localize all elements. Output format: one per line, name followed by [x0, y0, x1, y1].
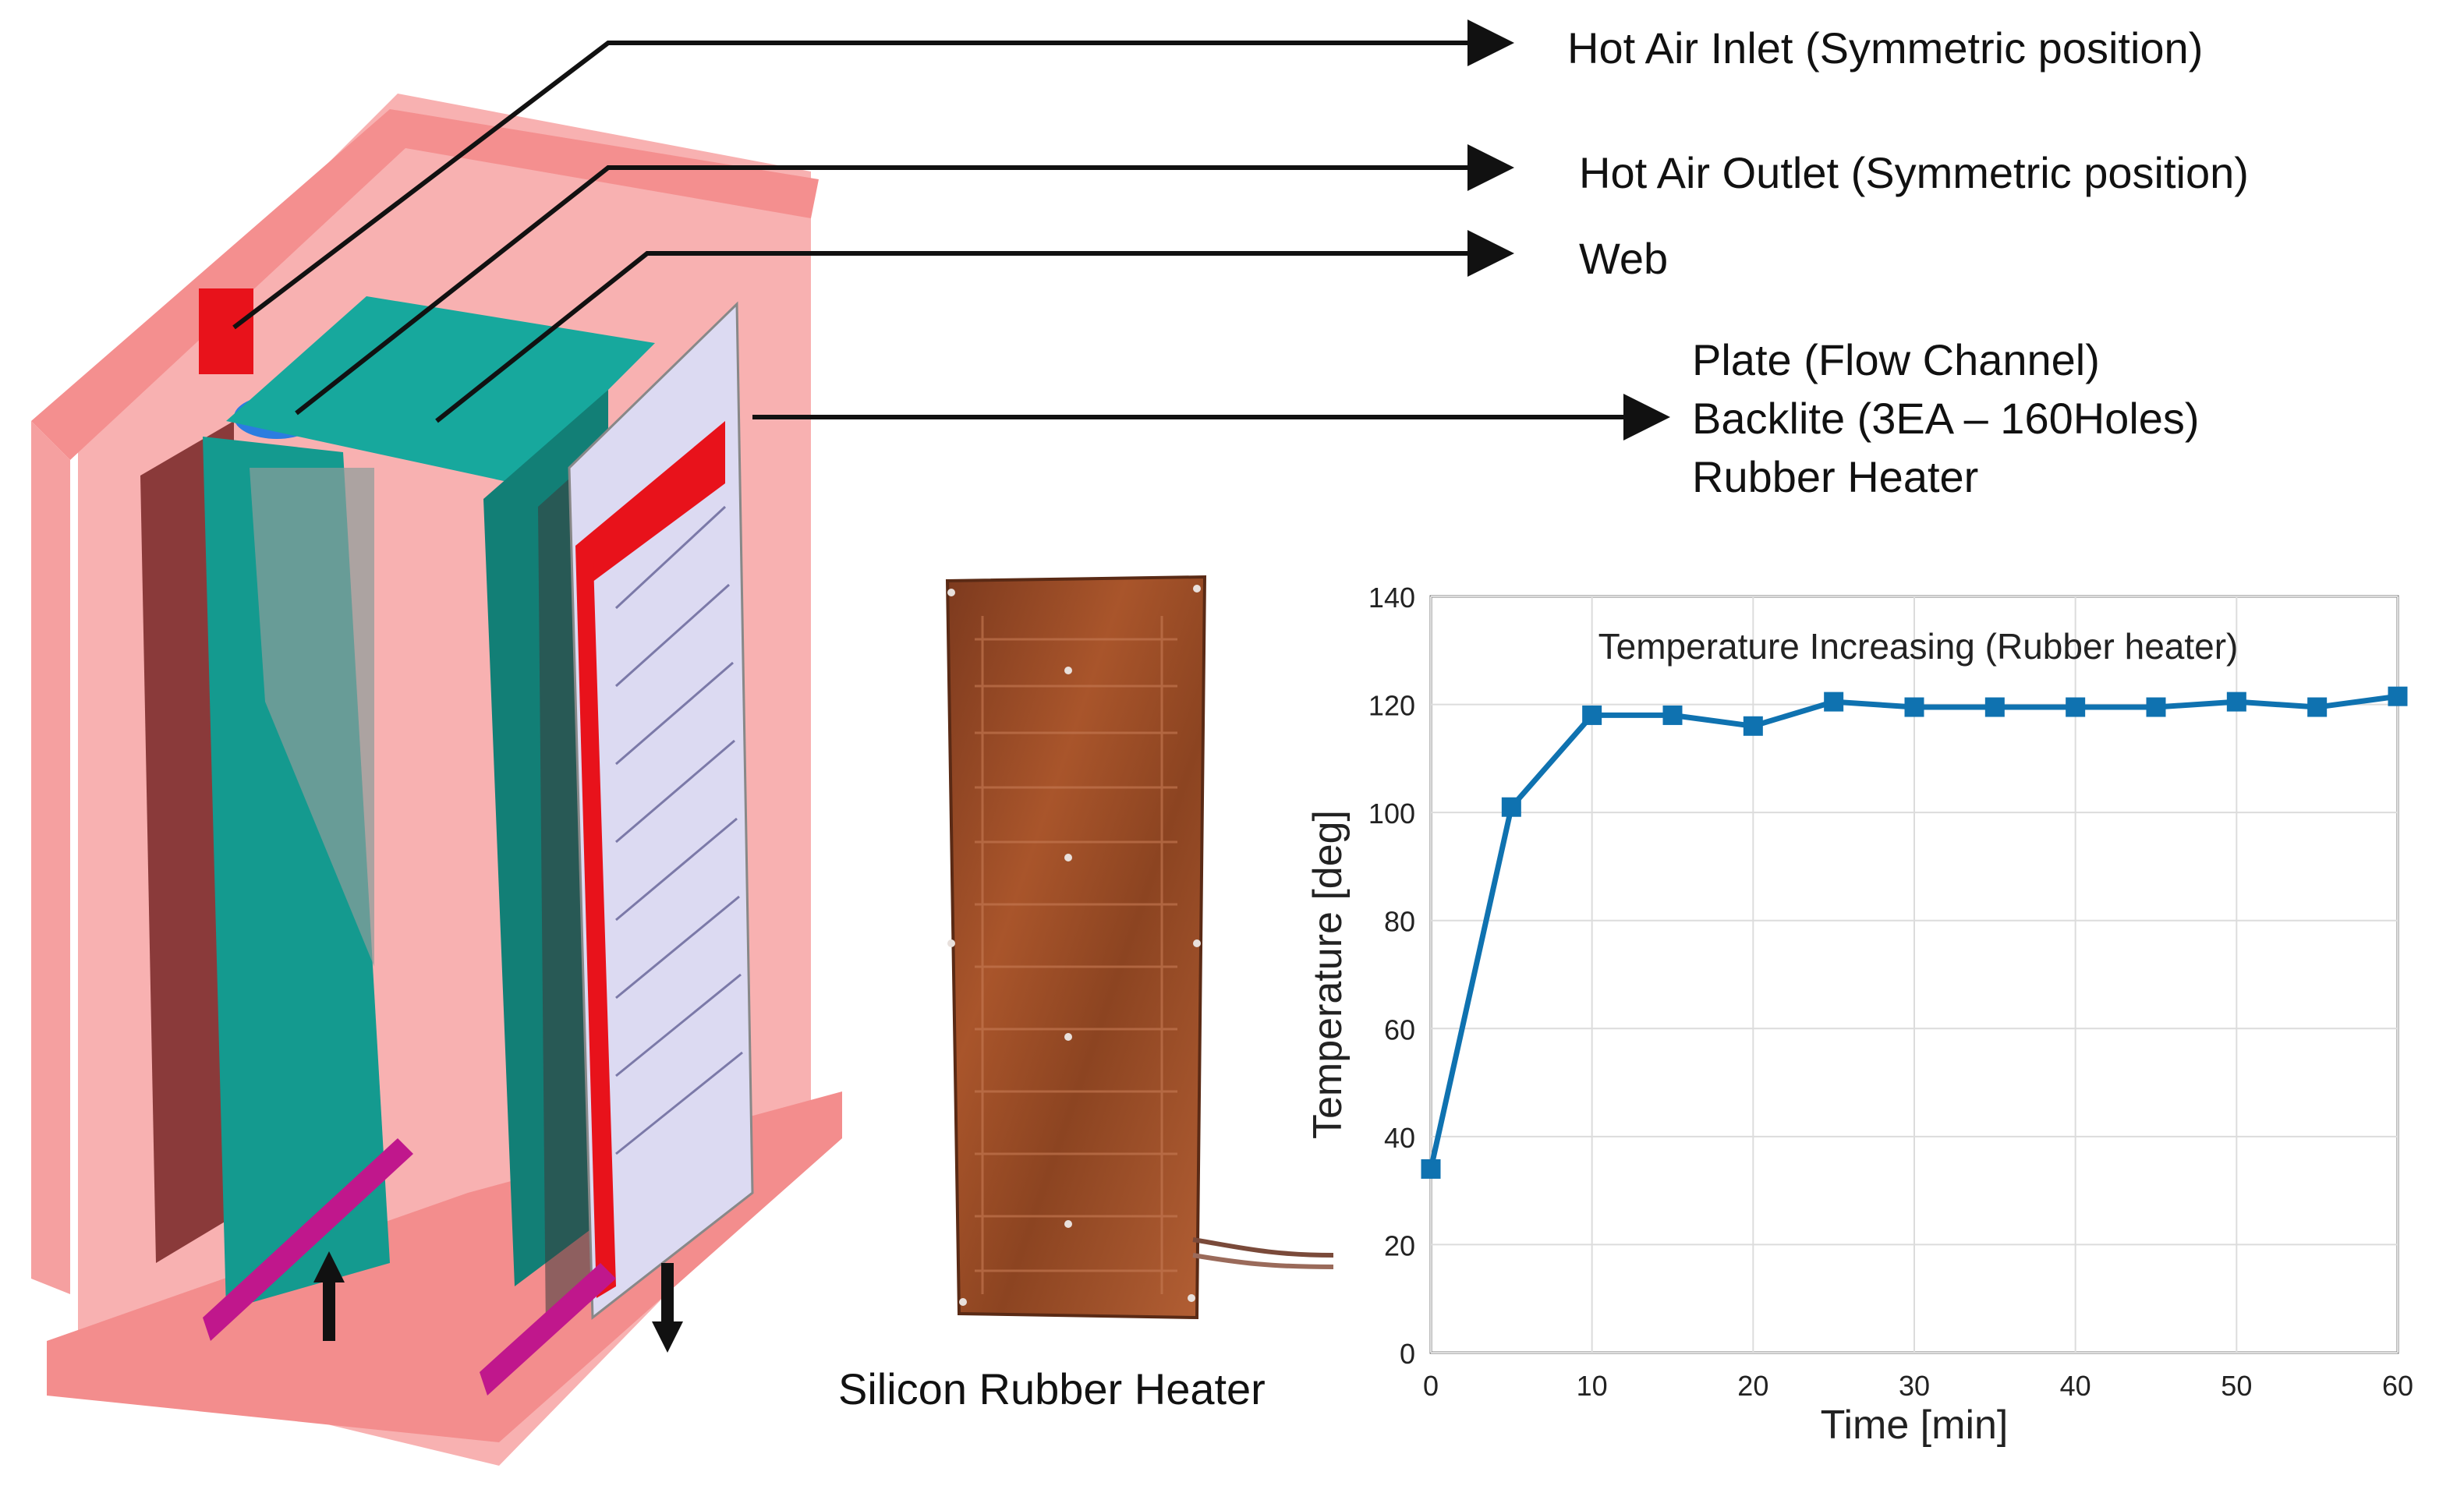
- chart-title: Temperature Increasing (Rubber heater): [1598, 626, 2239, 667]
- x-tick-label: 60: [2382, 1370, 2413, 1402]
- x-axis-label: Time [min]: [1821, 1403, 2009, 1448]
- data-point: [1501, 797, 1521, 817]
- x-tick-label: 20: [1737, 1370, 1768, 1402]
- heater-photo: [945, 575, 1334, 1320]
- data-point: [2146, 697, 2166, 717]
- x-tick-label: 40: [2060, 1370, 2091, 1402]
- y-tick-label: 80: [1384, 906, 1415, 938]
- callout-plate: Plate (Flow Channel): [1692, 335, 2100, 384]
- x-tick-label: 50: [2221, 1370, 2252, 1402]
- heater-red-strip: [575, 421, 725, 585]
- duct-top: [226, 296, 655, 483]
- y-axis-label: Temperature [deg]: [1305, 810, 1351, 1139]
- data-point: [1984, 697, 2005, 717]
- y-tick-label: 60: [1384, 1014, 1415, 1045]
- leader-inlet: [232, 19, 1514, 330]
- bottom-bar-left: [203, 1138, 413, 1341]
- temperature-chart: 0 20 40 60 80 100 120 140 0 10 20 30 40 50 60 Temperat…: [1305, 582, 2413, 1448]
- data-point: [1743, 716, 1763, 736]
- flow-arrow-down: [652, 1263, 683, 1353]
- plate-channel-lines: [614, 505, 743, 1155]
- y-tick-label: 40: [1384, 1122, 1415, 1154]
- callout-hot-air-outlet: Hot Air Outlet (Symmetric position): [1579, 148, 2249, 197]
- chart-ticks: 0 20 40 60 80 100 120 140 0 10 20 30 40 50 60: [1368, 582, 2413, 1402]
- data-point: [2226, 692, 2246, 712]
- data-point: [1582, 705, 1602, 725]
- x-tick-label: 0: [1423, 1370, 1439, 1402]
- data-point: [1824, 692, 1844, 712]
- data-point: [1662, 705, 1683, 725]
- x-tick-label: 30: [1899, 1370, 1930, 1402]
- data-point: [1421, 1159, 1441, 1179]
- device-illustration: [31, 94, 842, 1466]
- heater-red-side: [575, 538, 616, 1298]
- x-tick-label: 10: [1577, 1370, 1608, 1402]
- data-point: [2307, 697, 2328, 717]
- duct-inner-shadow: [250, 468, 374, 967]
- callout-hot-air-inlet: Hot Air Inlet (Symmetric position): [1567, 23, 2204, 73]
- y-tick-label: 120: [1368, 690, 1415, 722]
- housing-left-side: [31, 421, 70, 1294]
- callout-rubber-heater: Rubber Heater: [1692, 452, 1979, 501]
- housing-top-rim: [31, 109, 819, 460]
- leader-web: [435, 230, 1514, 423]
- data-point: [2388, 686, 2408, 706]
- callout-web: Web: [1579, 234, 1669, 283]
- y-tick-label: 0: [1400, 1338, 1415, 1370]
- callout-backlite: Backlite (3EA – 160Holes): [1692, 394, 2200, 443]
- hot-air-inlet-port: [199, 288, 253, 374]
- series-markers: [1421, 686, 2408, 1179]
- flow-arrow-up: [313, 1251, 345, 1341]
- data-point: [2066, 697, 2086, 717]
- data-point: [1904, 697, 1924, 717]
- y-tick-label: 140: [1368, 582, 1415, 614]
- heater-photo-caption: Silicon Rubber Heater: [838, 1364, 1266, 1413]
- bottom-bar-right: [480, 1263, 616, 1396]
- y-tick-label: 20: [1384, 1229, 1415, 1261]
- leader-outlet: [295, 144, 1514, 416]
- y-tick-label: 100: [1368, 798, 1415, 830]
